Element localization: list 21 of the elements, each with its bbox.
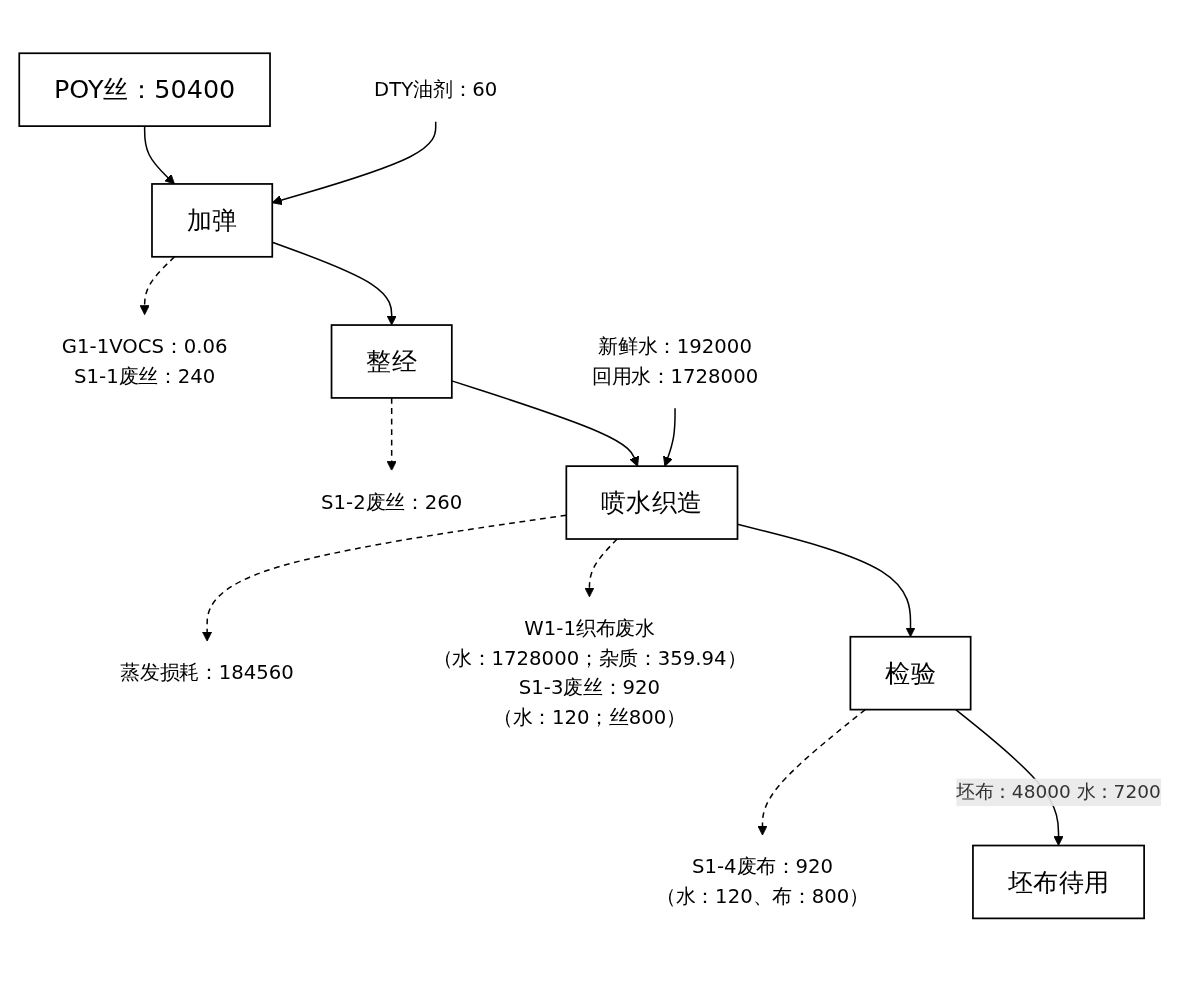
arrow (143, 125, 175, 185)
node-box: POY丝：50400 (18, 52, 271, 128)
arrow (139, 256, 176, 316)
arrow (451, 380, 640, 468)
edge-label: 坯布：48000 水：7200 (956, 781, 1161, 804)
arrow (663, 408, 676, 468)
arrow (757, 709, 866, 837)
node-box: 加弹 (151, 183, 274, 259)
node-box: 整经 (330, 324, 453, 400)
arrow (386, 397, 397, 472)
node-text: S1-2废丝：260 (321, 490, 463, 514)
arrow (584, 538, 618, 598)
node-text: W1-1织布废水 （水：1728000；杂质：359.94） S1-3废丝：920 （水：120；丝800） (432, 616, 747, 729)
node-box: 喷水织造 (565, 465, 739, 541)
node-box: 坯布待用 (972, 845, 1145, 920)
node-text: DTY油剂：60 (374, 77, 498, 101)
node-box: 检验 (849, 636, 972, 711)
node-text: 蒸发损耗：184560 (120, 661, 294, 685)
node-text: S1-4废布：920 （水：120、布：800） (656, 855, 869, 908)
node-text: 新鲜水：192000 回用水：1728000 (591, 334, 759, 388)
node-text: G1-1VOCS：0.06 S1-1废丝：240 (61, 334, 228, 388)
